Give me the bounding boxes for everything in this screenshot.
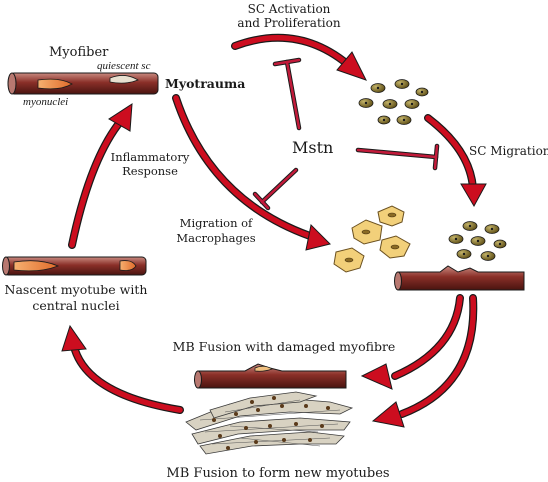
- myotrauma-label: Myotrauma: [165, 76, 245, 91]
- arrow-sc-migration: [424, 114, 487, 208]
- nascent-label-1: Nascent myotube with: [5, 282, 148, 297]
- mstn-inhibit-migration-red: [356, 144, 439, 170]
- damaged-myofiber: [394, 265, 525, 291]
- arrow-fusion-damaged: [360, 294, 464, 390]
- mb-fusion-damaged-label: MB Fusion with damaged myofibre: [173, 339, 396, 354]
- sc-cells-activated: [358, 79, 429, 125]
- arrow-activation: [231, 33, 367, 81]
- myofiber-label: Myofiber: [49, 45, 109, 60]
- mstn-label: Mstn: [292, 138, 333, 157]
- migration-macrophages-label-2: Macrophages: [176, 231, 255, 245]
- myofiber: [7, 72, 159, 95]
- macrophages: [333, 205, 411, 273]
- mstn-inhibit-activation-red: [273, 58, 301, 130]
- sc-activation-label-1: SC Activation: [248, 2, 331, 16]
- arrow-to-nascent: [61, 324, 184, 414]
- sc-activation-label-2: and Proliferation: [237, 16, 340, 30]
- fused-damaged-myofibre: [194, 363, 347, 389]
- inflammatory-label-1: Inflammatory: [111, 150, 190, 164]
- arrow-to-macrophages: [172, 94, 331, 251]
- mstn-inhibit-macrophage-red: [253, 168, 298, 210]
- nascent-label-2: central nuclei: [32, 298, 119, 313]
- sc-migration-label: SC Migration: [469, 144, 548, 158]
- arrow-to-myofiber: [68, 103, 133, 249]
- new-myotubes: [185, 391, 354, 455]
- nascent-myotube: [2, 256, 147, 276]
- arrow-fusion-new: [371, 294, 478, 428]
- migration-macrophages-label-1: Migration of: [180, 216, 253, 230]
- mstn-inhibit-activation: [272, 57, 302, 131]
- myonucleus: [37, 78, 73, 90]
- quiescent-sc-label: quiescent sc: [97, 60, 151, 72]
- quiescent-sc-cell: [109, 75, 139, 84]
- myonuclei-label: myonuclei: [23, 96, 68, 108]
- inflammatory-label-2: Response: [122, 164, 178, 178]
- mb-fusion-new-label: MB Fusion to form new myotubes: [166, 466, 389, 481]
